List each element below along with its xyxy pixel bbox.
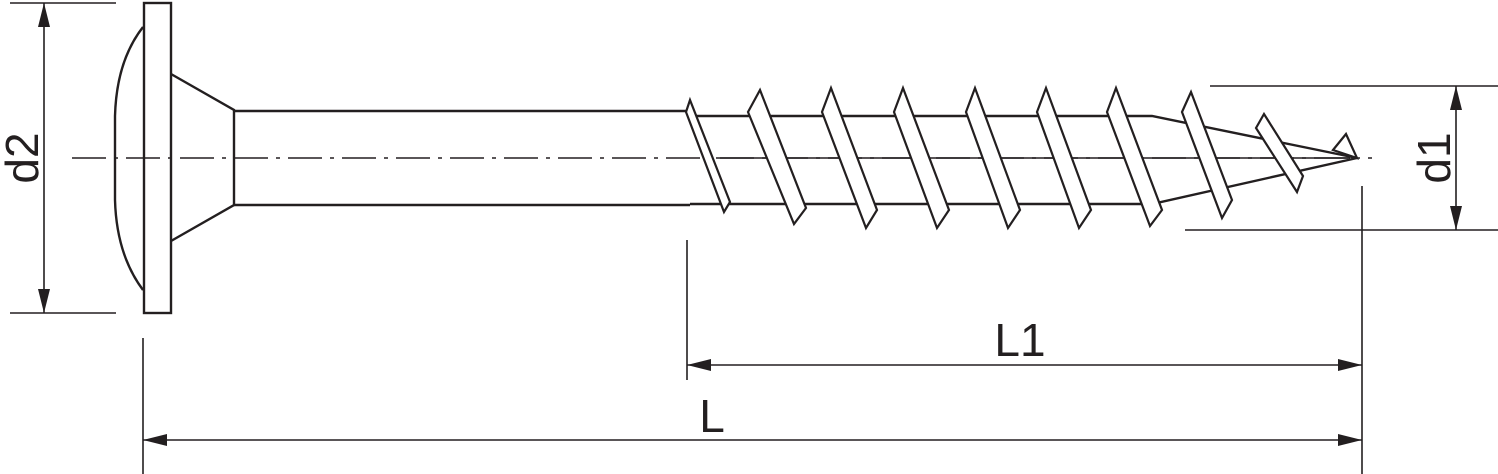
thread-flight xyxy=(1254,111,1305,195)
thread-flight xyxy=(746,87,808,227)
thread-flight xyxy=(964,84,1022,231)
thread-flight xyxy=(1105,84,1164,229)
arrow-up-icon xyxy=(1450,86,1462,110)
screw-head-plate xyxy=(142,1,173,315)
thread-flight xyxy=(684,96,732,215)
thread-flight xyxy=(1180,89,1234,221)
dimension-l: L xyxy=(142,338,1362,474)
dimension-d2: d2 xyxy=(0,2,116,314)
arrow-right-icon xyxy=(1338,434,1362,446)
arrow-right-icon xyxy=(1338,359,1362,371)
d1-label: d1 xyxy=(1408,132,1460,183)
screw-head-dome xyxy=(113,26,144,291)
l1-label: L1 xyxy=(994,314,1045,366)
thread-flight xyxy=(820,84,879,231)
l-label: L xyxy=(699,390,725,442)
thread-flight xyxy=(892,84,951,231)
dimension-l1: L1 xyxy=(686,186,1363,474)
dimension-d1: d1 xyxy=(1185,85,1498,231)
screw-head-cone xyxy=(170,72,236,243)
thread-flight xyxy=(1331,131,1360,160)
thread-flight xyxy=(1035,84,1093,231)
arrow-left-icon xyxy=(687,359,711,371)
arrow-up-icon xyxy=(38,3,50,27)
d2-label: d2 xyxy=(0,132,48,183)
thread-core-top xyxy=(690,114,1358,160)
arrow-left-icon xyxy=(143,434,167,446)
arrow-down-icon xyxy=(1450,206,1462,230)
thread-flights xyxy=(684,84,1360,231)
arrow-down-icon xyxy=(38,289,50,313)
